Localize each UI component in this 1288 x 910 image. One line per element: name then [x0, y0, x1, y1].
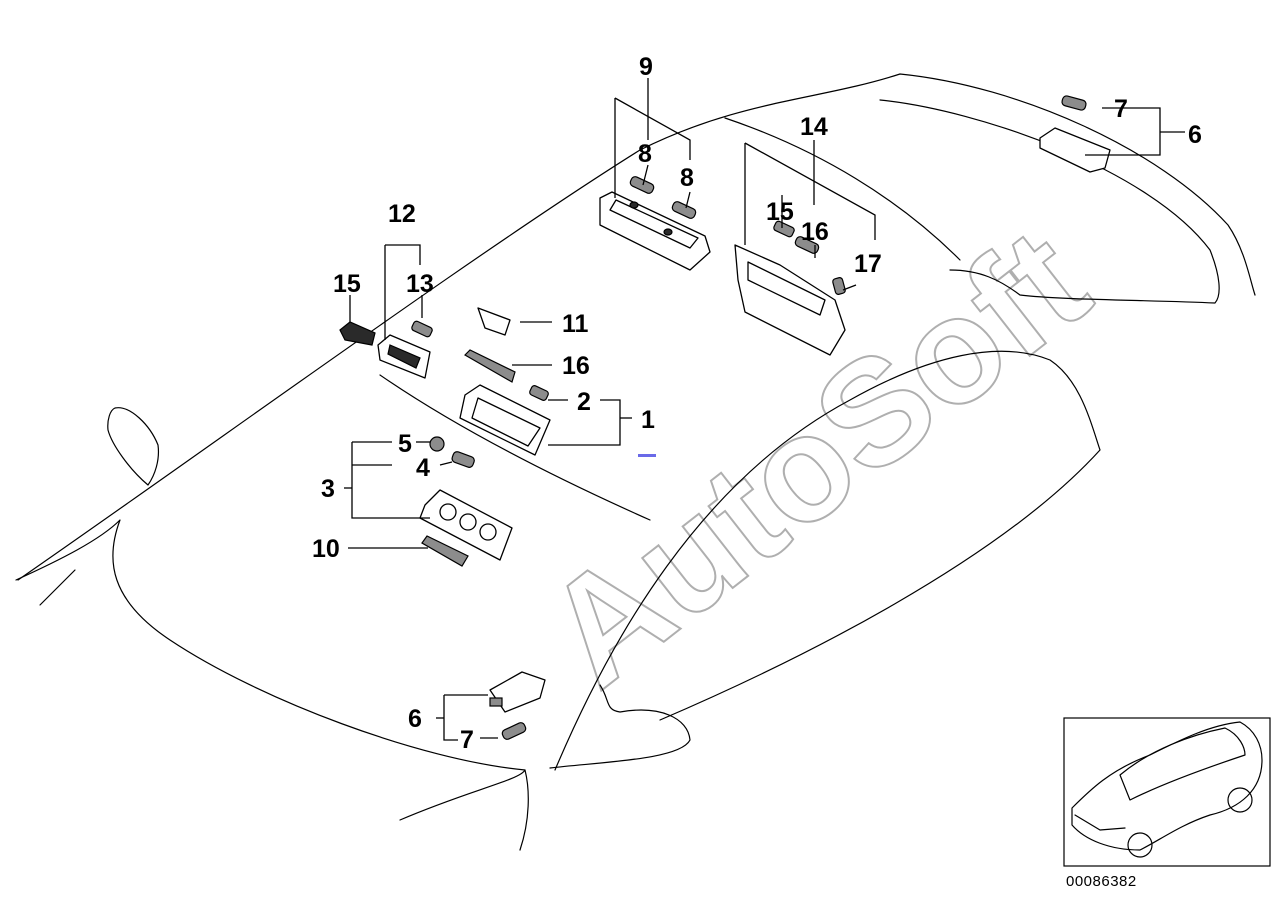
callout-6-top: 6: [1188, 121, 1202, 149]
bottom-left-curve: [399, 769, 529, 851]
part-11-16-lens-and-bulb: [464, 307, 516, 383]
roof-front-line: [17, 73, 1256, 581]
thumb-wheel-rear: [1227, 787, 1253, 813]
document-number: 00086382: [1066, 873, 1137, 890]
door-line: [15, 519, 526, 771]
thumb-roof: [1119, 727, 1246, 801]
callout-8-right: 8: [680, 164, 694, 192]
callout-8-left: 8: [638, 140, 652, 168]
center-sill-line: [379, 374, 651, 521]
callout-4: 4: [416, 454, 430, 482]
callout-5: 5: [398, 430, 412, 458]
callout-2: 2: [577, 388, 591, 416]
callout-7-top: 7: [1114, 95, 1128, 123]
callout-15-left: 15: [333, 270, 361, 298]
hood-line: [554, 350, 1101, 771]
front-edge: [39, 569, 76, 606]
car-body-outline: [15, 73, 1256, 851]
callout-11: 11: [562, 310, 589, 338]
mirror-left: [107, 407, 160, 486]
roof-rear-line: [879, 99, 1220, 304]
callout-10: 10: [312, 535, 340, 563]
watermark-text: AutoSoft: [515, 196, 1117, 718]
mirror-right: [549, 684, 691, 769]
leader-lines: [344, 78, 1185, 741]
part-6-7-glovebox-light: [489, 671, 546, 740]
part-3-front-interior-light: [419, 436, 513, 567]
watermark: AutoSoft: [514, 195, 1118, 719]
callouts: 9 8 8 7 6 14 15 16 17 12 15 13 11 16 2 1…: [312, 53, 1202, 754]
vehicle-thumbnail: 00086382: [1063, 717, 1271, 890]
callout-12: 12: [388, 200, 416, 228]
callout-17: 17: [854, 250, 882, 278]
windshield-line: [724, 117, 961, 261]
thumb-wheel-front: [1127, 832, 1153, 858]
callout-6-bottom: 6: [408, 705, 422, 733]
callout-3: 3: [321, 475, 335, 503]
part-12-15-13-small-lights: [339, 320, 433, 379]
callout-13: 13: [406, 270, 434, 298]
accent-marker: [638, 454, 656, 457]
callout-9: 9: [639, 53, 653, 81]
callout-14: 14: [800, 113, 828, 141]
part-9-rear-reading-light: [599, 176, 711, 271]
callout-7-bottom: 7: [460, 726, 474, 754]
part-14-rear-reading-light-assembly: [734, 220, 846, 356]
part-1-front-interior-light: [459, 384, 551, 456]
callout-16-right: 16: [801, 218, 829, 246]
thumb-grille: [1074, 814, 1126, 831]
part-6-trunk-light-top: [1039, 95, 1111, 173]
thumbnail-frame: [1063, 717, 1271, 867]
callout-15-right: 15: [766, 198, 794, 226]
callout-1: 1: [641, 406, 655, 434]
callout-16-center: 16: [562, 352, 590, 380]
